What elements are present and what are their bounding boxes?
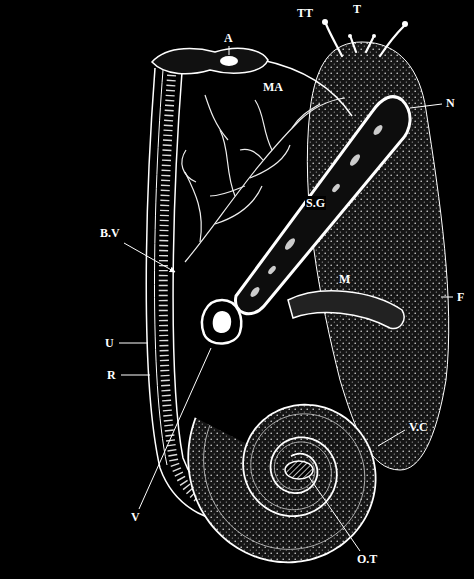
rectum-line — [155, 70, 168, 465]
mantle-edge — [262, 60, 352, 116]
part-label: R — [106, 368, 117, 382]
tentacles — [326, 24, 404, 56]
part-label: T — [352, 2, 362, 16]
coil-fill — [188, 405, 375, 563]
ovotestis — [285, 461, 313, 479]
columellar-muscle — [288, 291, 404, 329]
part-label: O.T — [356, 552, 378, 566]
part-label: F — [456, 290, 465, 304]
gland-patches — [249, 123, 384, 298]
part-label: N — [445, 96, 456, 110]
part-label: V — [130, 510, 141, 524]
part-label: TT — [296, 6, 314, 20]
part-label: S.G — [305, 196, 326, 210]
part-label: M — [338, 272, 351, 286]
part-label: A — [223, 31, 234, 45]
mantle-collar — [152, 48, 268, 74]
anus-opening — [220, 56, 238, 66]
ventricle — [202, 300, 241, 344]
part-label: B.V — [99, 226, 121, 240]
coil-line — [188, 405, 375, 563]
part-label: MA — [262, 80, 284, 94]
ventricle-inner — [213, 311, 232, 333]
coil-inner-line — [204, 414, 365, 550]
tentacle-tips — [322, 19, 408, 38]
leader-lines — [119, 46, 453, 551]
visceral-coil — [188, 405, 375, 563]
part-label: U — [104, 336, 115, 350]
salivary-gland — [235, 97, 410, 314]
part-label: V.C — [408, 420, 429, 434]
